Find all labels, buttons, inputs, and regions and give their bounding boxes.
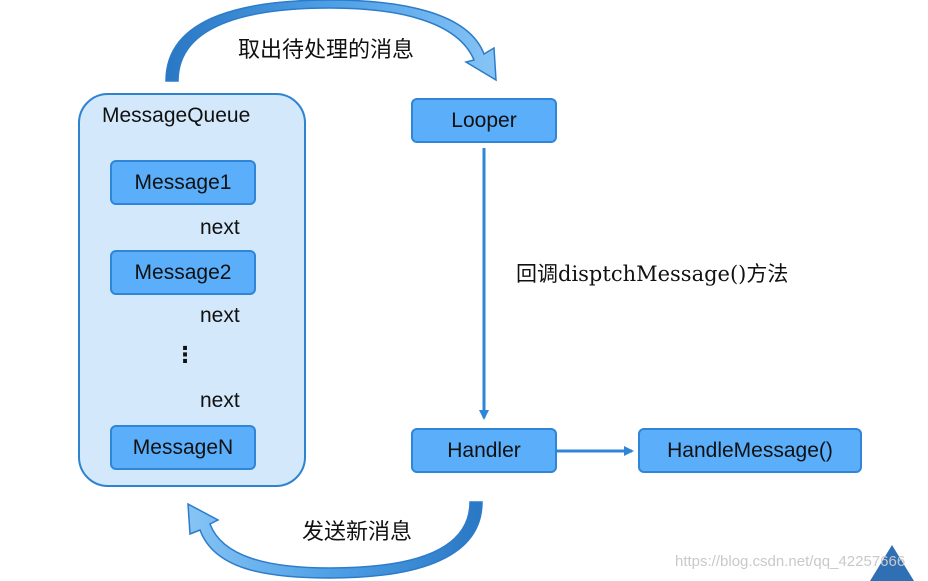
bottom-arc-label: 发送新消息	[302, 520, 413, 545]
top-arc-label: 取出待处理的消息	[238, 38, 415, 63]
bottom-curved-arrow	[187, 501, 483, 579]
messagen-box: MessageN	[110, 425, 256, 470]
message-queue-title: MessageQueue	[102, 104, 251, 127]
looper-box: Looper	[411, 98, 557, 143]
handler-box: Handler	[411, 428, 557, 473]
next-label-1: next	[200, 216, 240, 239]
callback-label: 回调disptchMessage()方法	[516, 262, 789, 286]
top-curved-arrow	[165, 0, 497, 82]
corner-triangle-decoration	[870, 545, 914, 581]
message2-box: Message2	[110, 250, 256, 295]
ellipsis-marker: ⋮	[174, 342, 196, 367]
message1-box: Message1	[110, 160, 256, 205]
next-label-2: next	[200, 304, 240, 327]
handlemessage-box: HandleMessage()	[638, 428, 862, 473]
next-label-3: next	[200, 389, 240, 412]
watermark-text: https://blog.csdn.net/qq_42257666	[675, 553, 906, 570]
